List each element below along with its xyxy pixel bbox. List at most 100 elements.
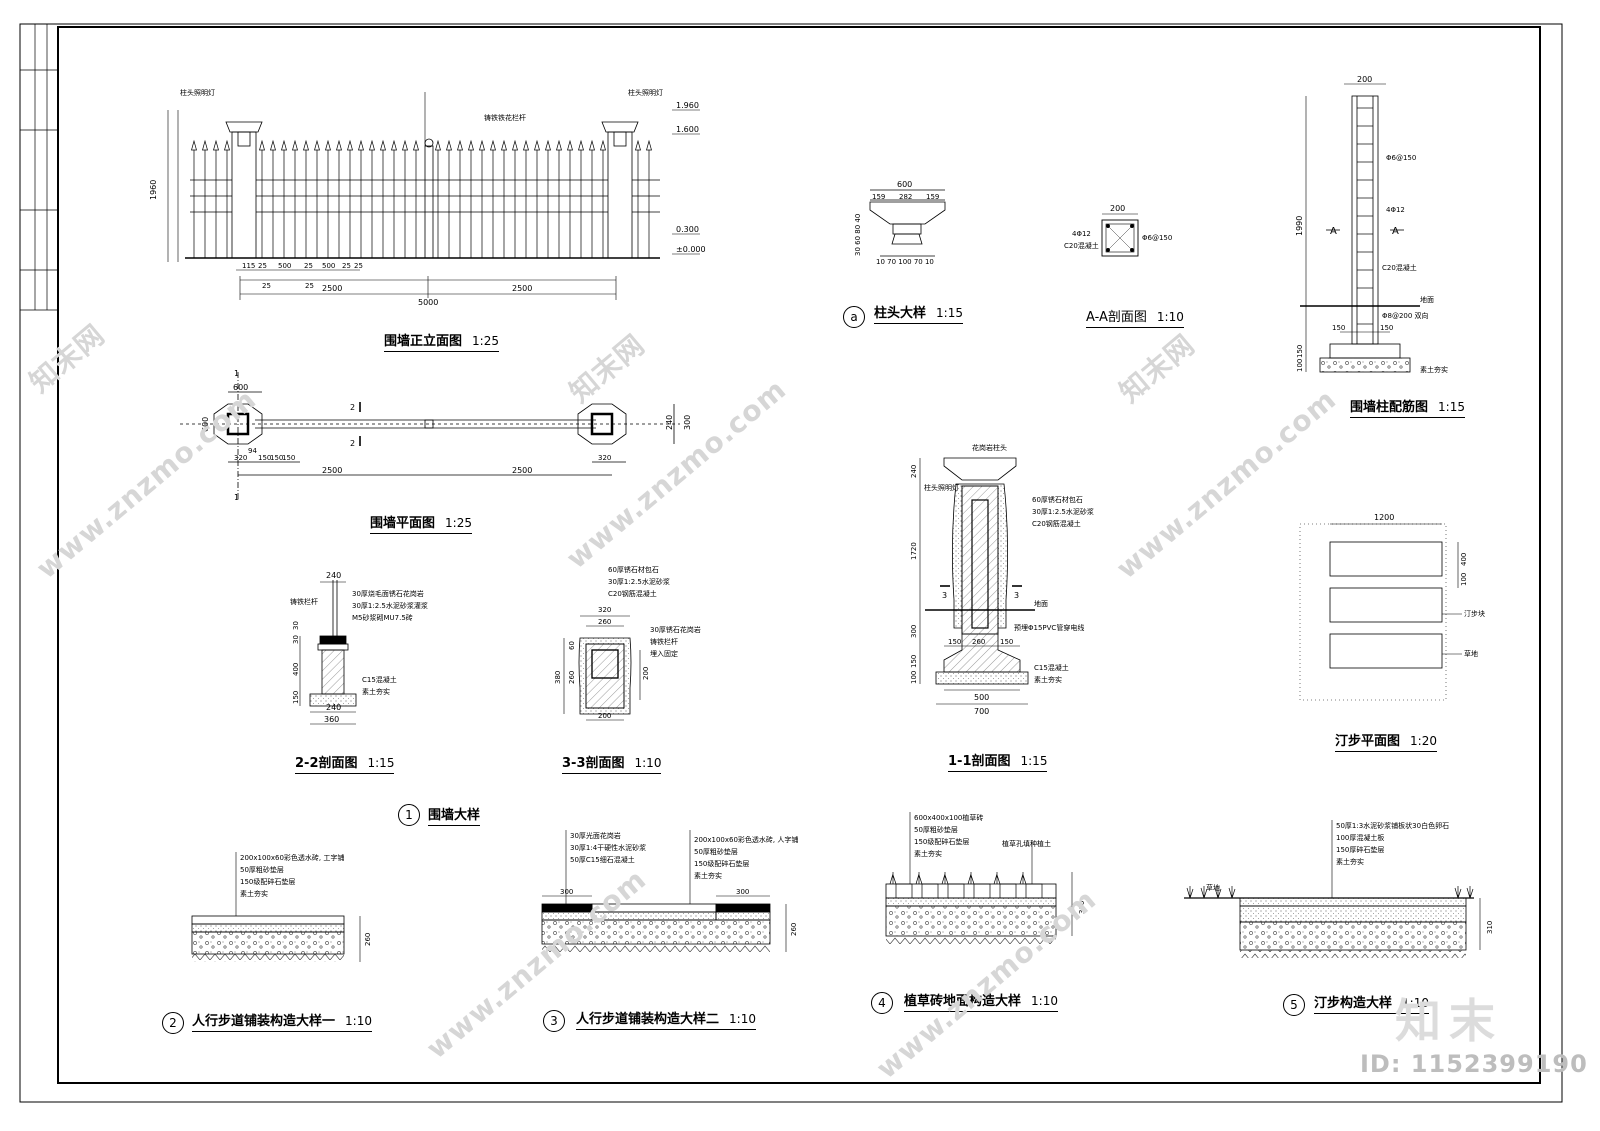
grass-cells [889,872,1043,899]
fence-picket [391,139,397,258]
elev-total: 5000 [418,298,438,307]
grass-note-3: 素土夯实 [914,849,942,858]
s33-w260: 260 [598,618,611,626]
title-pave2-name: 人行步道铺装构造大样二 [576,1012,720,1027]
pave1-note-3: 素土夯实 [240,889,268,898]
s11-cut-right: 3 [1014,591,1019,600]
fence-picket [534,139,540,258]
rebar-v-100: 100 [1296,359,1304,372]
grass-cell [895,883,913,899]
title-grass-name: 植草砖地面构造大样 [904,994,1022,1009]
s11-w150a: 150 [948,638,961,646]
plan-dim-320b: 320 [598,454,611,462]
elev-dim-115: 115 [242,262,255,270]
s11-w700: 700 [974,707,989,716]
fence-picket [490,139,496,258]
pave2-w300b: 300 [736,888,749,896]
s11-pipe: 预埋Φ15PVC管穿电线 [1014,623,1084,632]
badge-pave2: 3 [543,1010,565,1032]
aa-width: 200 [1110,204,1125,213]
plan-cut-1-top: 1 [234,369,239,378]
elev-half-left: 2500 [322,284,342,293]
rebar-sec-left: A [1330,226,1337,237]
fence-picket [567,139,573,258]
fence-picket [413,139,419,258]
grass-tuft [1186,886,1194,899]
s33-h200: 200 [642,667,650,680]
lamp-left-label: 柱头照明灯 [180,88,215,97]
fence-picket [202,139,208,258]
s22-note-2: M5砂浆砌MU7.5砖 [352,613,413,622]
grass-tuft [915,872,923,885]
step-plan-h400: 400 [1460,553,1468,566]
title-s22-scale: 1:15 [367,756,395,770]
level-0000: ±0.000 [676,245,706,254]
grass-tuft [1200,886,1208,899]
fence-elevation [185,121,660,259]
grass-cell [947,883,965,899]
rebar-width: 200 [1357,75,1372,84]
fence-picket [457,139,463,258]
fence-picket [512,139,518,258]
s11-note-1: 30厚1:2.5水泥砂浆 [1032,507,1094,516]
plan-right-300: 300 [683,415,692,430]
title-cap-scale: 1:15 [936,306,963,320]
grass-cell [921,883,939,899]
pave2-left-1: 30厚1:4干硬性水泥砂浆 [570,843,646,852]
title-step-plan-scale: 1:20 [1410,734,1437,748]
rebar-stirrup: Φ6@150 [1386,154,1416,162]
grass-tuft [889,872,897,885]
grass-height: 300 [1078,901,1086,914]
fence-picket [446,139,452,258]
title-s33-scale: 1:10 [634,756,662,770]
rebar-base: 素土夯实 [1420,365,1448,374]
fence-picket [347,139,353,258]
section-3-3 [563,615,641,721]
plan-dim-150b: 150 [270,454,283,462]
fence-picket [191,139,197,258]
brand-id: ID: 1152399190 [1360,1050,1588,1078]
s33-note-right-2: 埋入固定 [650,649,678,658]
plan-side-dim: 600 [201,417,210,432]
step-plan-stone: 汀步块 [1464,609,1485,618]
cap-dim-159a: 159 [872,193,885,201]
plan-cut-bottom: 2 [350,439,355,448]
elevation-dims [167,92,700,300]
fence-picket [369,139,375,258]
plan-dim-150c: 150 [282,454,295,462]
fence-picket [589,139,595,258]
badge-wall-detail: 1 [398,804,420,826]
cap-dim-159b: 159 [926,193,939,201]
section-2-2 [299,580,357,725]
title-pave2-scale: 1:10 [729,1012,756,1026]
grass-tuft [941,872,949,885]
grass-note-2: 150级配碎石垫层 [914,837,969,846]
s11-w260: 260 [972,638,985,646]
pave1-height: 260 [364,933,372,946]
pave1-note-0: 200x100x60彩色透水砖, 工字铺 [240,853,344,862]
step-note-0: 50厚1:3水泥砂浆铺板状30白色卵石 [1336,821,1449,830]
fence-picket [435,139,441,258]
grass-note-0: 600x400x100植草砖 [914,813,983,822]
plan-cut-1-bottom: 1 [234,493,239,502]
s22-w240: 240 [326,703,341,712]
step-plan-width: 1200 [1374,513,1394,522]
title-step-plan-name: 汀步平面图 [1335,734,1401,749]
grass-section [885,812,1073,944]
plan-half-right: 2500 [512,466,532,475]
title-pave1-name: 人行步道铺装构造大样一 [192,1014,336,1029]
s22-concrete: C15混凝土 [362,675,397,684]
badge-pave1: 2 [162,1012,184,1034]
title-cap-name: 柱头大样 [874,306,927,321]
outer-frame [19,23,1563,1103]
plan-dim-320a: 320 [234,454,247,462]
step-note-1: 100厚混凝土板 [1336,833,1384,842]
step-plan-h100: 100 [1460,573,1468,586]
cap-top-dim: 600 [897,180,912,189]
fence-plan [180,372,680,500]
